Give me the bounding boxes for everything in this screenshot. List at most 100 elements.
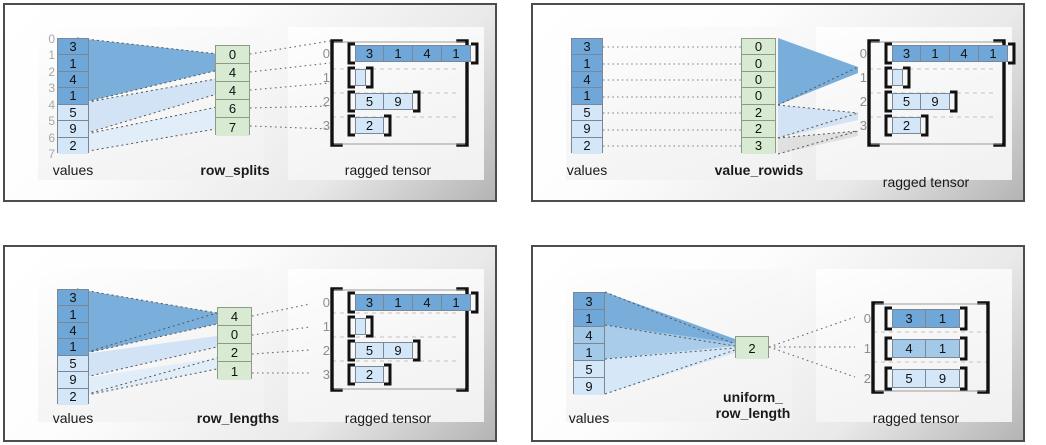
ragged-cell: 2 <box>355 366 384 383</box>
values-caption: values <box>52 410 94 426</box>
encoding-cell: 2 <box>218 344 251 362</box>
uniform-row-length-column: 2 <box>735 336 769 359</box>
ragged-tensor-row: 2 <box>883 114 930 137</box>
ragged-row-index: 3 <box>859 117 867 133</box>
encoding-cell: 4 <box>218 308 251 326</box>
encoding-caption: row_splits <box>200 162 270 178</box>
encoding-cell: 0 <box>742 71 775 89</box>
value-cell: 4 <box>58 71 88 89</box>
close-bracket-icon <box>471 291 479 314</box>
values-caption: values <box>566 162 608 178</box>
ragged-row-index: 1 <box>859 69 867 85</box>
panel4-connectors <box>604 291 990 395</box>
ragged-row-index: 2 <box>859 93 867 109</box>
open-bracket-icon <box>347 66 355 89</box>
close-bracket-icon <box>903 66 911 89</box>
empty-row-cell <box>892 69 903 86</box>
values-index-label: 0 <box>48 32 55 46</box>
close-bracket-icon <box>950 90 958 113</box>
ragged-row-index: 1 <box>322 69 330 85</box>
close-bracket-icon <box>366 66 374 89</box>
value-cell: 2 <box>572 137 602 154</box>
ragged-row-cells: 2 <box>892 117 921 137</box>
encoding-cell: 4 <box>216 64 249 82</box>
open-bracket-icon <box>347 42 355 65</box>
value-cell: 9 <box>572 121 602 138</box>
encoding-cell: 7 <box>216 118 249 136</box>
close-bracket-icon <box>960 306 968 331</box>
values-index-label: 3 <box>48 81 55 96</box>
open-bracket-icon <box>884 90 892 113</box>
close-bracket-icon <box>384 114 392 137</box>
ragged-row-index: 0 <box>859 45 867 61</box>
ragged-cell: 1 <box>921 45 950 62</box>
value-cell: 4 <box>58 322 88 340</box>
empty-row-cell <box>355 318 366 335</box>
encoding-cell: 1 <box>218 362 251 380</box>
encoding-cell: 3 <box>742 137 775 154</box>
ragged-row-index: 2 <box>322 93 330 109</box>
ragged-cell: 5 <box>892 93 921 110</box>
values-caption: values <box>568 410 610 426</box>
panel2-connectors <box>603 38 1006 155</box>
open-bracket-icon <box>884 366 892 391</box>
ragged-row-index: 0 <box>863 310 871 326</box>
ragged-cell: 4 <box>950 45 979 62</box>
encoding-cell: 2 <box>736 337 768 359</box>
close-bracket-icon <box>413 90 421 113</box>
ragged-cell: 5 <box>355 342 384 359</box>
ragged-tensor-row <box>346 66 375 89</box>
open-bracket-icon <box>347 114 355 137</box>
ragged-tensor-caption: ragged tensor <box>344 410 432 426</box>
values-index-label: 5 <box>48 114 55 129</box>
ragged-cell: 5 <box>355 93 384 110</box>
value-cell: 9 <box>58 372 88 389</box>
ragged-cell: 3 <box>355 45 384 62</box>
open-bracket-icon <box>884 306 892 331</box>
ragged-tensor-row <box>883 66 912 89</box>
ragged-row-cells <box>355 318 366 338</box>
encoding-caption: value_rowids <box>714 162 804 178</box>
close-bracket-icon <box>921 114 929 137</box>
ragged-cell: 1 <box>926 309 960 328</box>
close-bracket-icon <box>384 363 392 386</box>
encoding-cell: 0 <box>218 326 251 344</box>
encoding-cell: 2 <box>742 104 775 122</box>
close-bracket-icon <box>960 336 968 361</box>
ragged-cell: 1 <box>926 339 960 358</box>
encoding-cell: 2 <box>742 121 775 138</box>
close-bracket-icon <box>471 42 479 65</box>
ragged-row-index: 2 <box>322 342 330 358</box>
value-cell: 5 <box>58 104 88 122</box>
ragged-cell: 1 <box>384 45 413 62</box>
value-cell: 1 <box>572 88 602 105</box>
encoding-cell: 0 <box>742 88 775 105</box>
open-bracket-icon <box>347 315 355 338</box>
ragged-row-index: 0 <box>322 294 330 310</box>
open-bracket-icon <box>884 66 892 89</box>
open-bracket-icon <box>884 114 892 137</box>
value-cell: 1 <box>58 88 88 105</box>
value-cell: 1 <box>572 55 602 72</box>
value-cell: 2 <box>58 388 88 405</box>
value-cell: 1 <box>58 306 88 323</box>
value-cell: 3 <box>58 290 88 307</box>
ragged-row-index: 0 <box>322 45 330 61</box>
close-bracket-icon <box>366 315 374 338</box>
